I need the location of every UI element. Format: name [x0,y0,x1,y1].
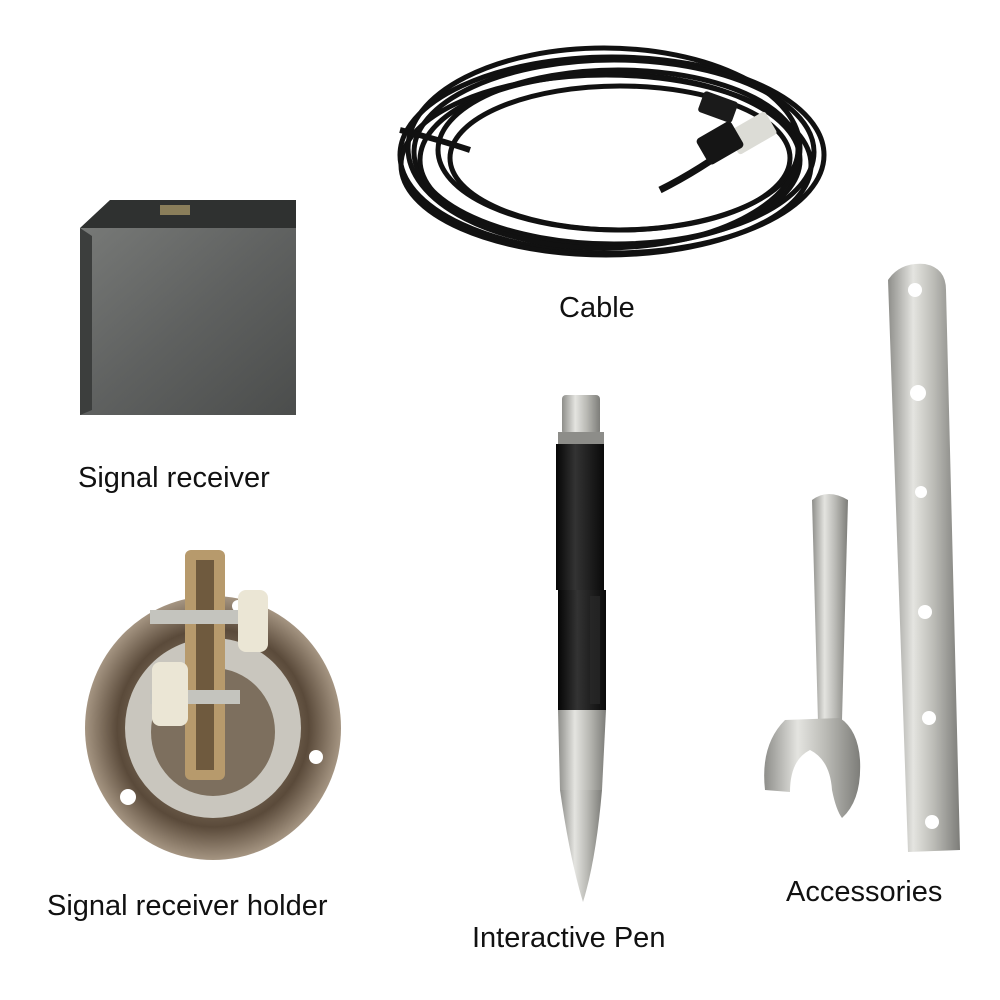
cable-label: Cable [559,292,635,324]
interactive-pen [556,395,606,902]
usb-plug [696,91,777,165]
signal-receiver-label: Signal receiver [78,462,270,494]
mounting-plate [888,263,960,852]
interactive-pen-label: Interactive Pen [472,922,666,954]
signal-receiver-holder [85,550,341,860]
signal-receiver-box [80,200,296,415]
cable-coil [397,45,827,258]
signal-receiver-holder-label: Signal receiver holder [47,890,328,922]
accessories-label: Accessories [786,876,943,908]
wrench [764,494,861,818]
